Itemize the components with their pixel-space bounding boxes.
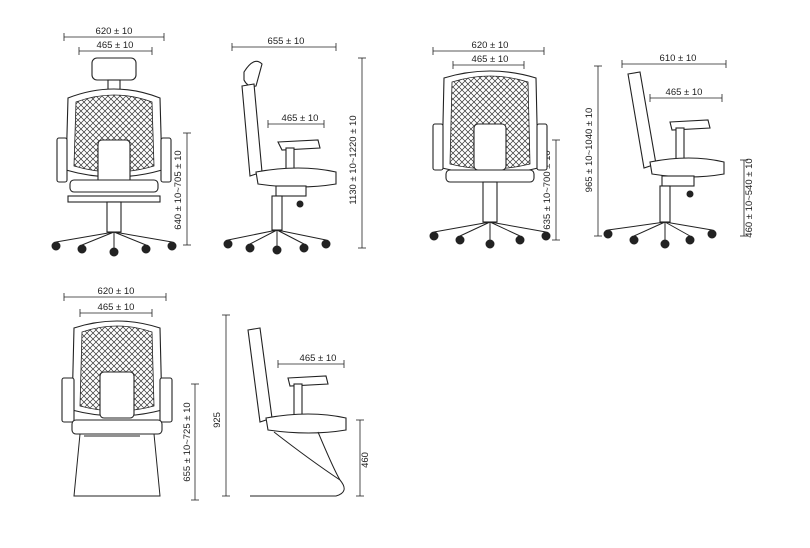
dim-label: 465 ± 10 bbox=[472, 54, 509, 65]
dim-overall-height: 965 ± 10~1040 ± 10 bbox=[584, 65, 602, 237]
dim-overall-width: 620 ± 10 bbox=[432, 40, 545, 55]
seat bbox=[265, 413, 347, 434]
lumbar-support bbox=[99, 371, 135, 419]
star-base bbox=[227, 229, 327, 246]
dim-overall-width: 620 ± 10 bbox=[63, 286, 167, 301]
armrest-left bbox=[56, 137, 68, 183]
dim-seat-width: 465 ± 10 bbox=[79, 302, 153, 317]
gas-lift bbox=[482, 181, 498, 223]
chair-3-front-view: 620 ± 10 465 ± 10 655 ± 10~725 ± 10 bbox=[61, 286, 199, 501]
dim-label: 655 ± 10 bbox=[268, 36, 305, 47]
seat bbox=[69, 179, 159, 193]
dim-label: 610 ± 10 bbox=[660, 53, 697, 64]
armrest-left bbox=[61, 377, 75, 423]
chair-3-side-view: 465 ± 10 925 460 bbox=[212, 314, 371, 497]
backrest-mesh bbox=[449, 75, 531, 170]
dim-armrest-height: 655 ± 10~725 ± 10 bbox=[182, 383, 199, 501]
casters bbox=[603, 229, 717, 249]
backrest-frame bbox=[627, 71, 657, 169]
lumbar-support bbox=[473, 123, 507, 171]
dim-seat-height: 460 bbox=[356, 419, 371, 497]
backrest-frame bbox=[247, 327, 273, 423]
headrest bbox=[243, 60, 263, 87]
dim-seat-width: 465 ± 10 bbox=[78, 40, 153, 55]
armrest-right bbox=[159, 377, 173, 423]
backrest-mesh bbox=[73, 94, 155, 173]
dim-label: 655 ± 10~725 ± 10 bbox=[182, 402, 193, 481]
seat-base bbox=[67, 195, 161, 203]
dim-overall-height: 925 bbox=[212, 314, 230, 497]
dim-overall-depth: 610 ± 10 bbox=[621, 53, 727, 68]
dim-armrest-height: 635 ± 10~700 ± 10 bbox=[542, 139, 560, 241]
dim-label: 620 ± 10 bbox=[96, 26, 133, 37]
backrest-frame bbox=[241, 83, 263, 177]
armrest-right bbox=[160, 137, 172, 183]
sled-base bbox=[73, 433, 161, 497]
dim-label: 640 ± 10~705 ± 10 bbox=[173, 150, 184, 229]
dim-label: 620 ± 10 bbox=[472, 40, 509, 51]
dim-armrest-height: 640 ± 10~705 ± 10 bbox=[173, 132, 191, 246]
dim-label: 965 ± 10~1040 ± 10 bbox=[584, 108, 595, 193]
dim-label: 1130 ± 10~1220 ± 10 bbox=[348, 115, 359, 204]
backrest-mesh bbox=[79, 325, 155, 412]
tilt-knob bbox=[296, 200, 304, 208]
gas-lift bbox=[659, 185, 671, 223]
dim-label: 635 ± 10~700 ± 10 bbox=[542, 150, 553, 229]
chair-1-front-view: 620 ± 10 465 ± 10 640 ± 10~705 ± 10 bbox=[51, 26, 191, 257]
casters bbox=[429, 231, 551, 249]
dim-seat-depth: 465 ± 10 bbox=[649, 87, 723, 102]
dim-label: 460 ± 10~540 ± 10 bbox=[744, 158, 755, 237]
dim-overall-height: 1130 ± 10~1220 ± 10 bbox=[348, 57, 366, 249]
dim-label: 465 ± 10 bbox=[97, 40, 134, 51]
dim-seat-depth: 465 ± 10 bbox=[267, 113, 325, 128]
gas-lift bbox=[106, 201, 122, 233]
dim-label: 460 bbox=[360, 452, 371, 468]
casters bbox=[51, 241, 177, 257]
dim-label: 465 ± 10 bbox=[300, 353, 337, 364]
seat bbox=[649, 157, 725, 178]
dim-label: 465 ± 10 bbox=[666, 87, 703, 98]
dim-label: 465 ± 10 bbox=[98, 302, 135, 313]
dim-label: 620 ± 10 bbox=[98, 286, 135, 297]
tilt-knob bbox=[686, 190, 694, 198]
dim-seat-height: 460 ± 10~540 ± 10 bbox=[740, 158, 755, 238]
star-base bbox=[55, 231, 173, 248]
seat bbox=[255, 167, 337, 188]
dim-label: 465 ± 10 bbox=[282, 113, 319, 124]
dim-label: 925 bbox=[212, 412, 223, 428]
sled-rear-leg bbox=[317, 431, 341, 481]
chair-2-side-view: 610 ± 10 465 ± 10 965 ± 10~1040 ± 10 460… bbox=[584, 53, 755, 249]
sled-base bbox=[250, 431, 345, 497]
dim-overall-depth: 655 ± 10 bbox=[231, 36, 337, 51]
lumbar-support bbox=[97, 139, 131, 187]
star-base bbox=[607, 221, 713, 240]
star-base bbox=[433, 221, 547, 240]
gas-lift bbox=[271, 195, 283, 231]
seat bbox=[445, 169, 535, 183]
tilt-mechanism bbox=[275, 185, 307, 197]
armrest-pad bbox=[277, 139, 321, 151]
seat bbox=[71, 419, 163, 435]
casters bbox=[223, 239, 331, 255]
chair-1-side-view: 655 ± 10 465 ± 10 1130 ± 10~1220 ± 10 bbox=[223, 36, 366, 255]
dim-seat-width: 465 ± 10 bbox=[452, 54, 525, 69]
armrest-left bbox=[432, 123, 444, 171]
tilt-mechanism bbox=[661, 175, 695, 187]
armrest-right bbox=[536, 123, 548, 171]
dim-seat-depth: 465 ± 10 bbox=[277, 353, 345, 368]
dim-overall-width: 620 ± 10 bbox=[63, 26, 165, 41]
headrest bbox=[91, 57, 137, 81]
chair-2-front-view: 620 ± 10 465 ± 10 635 ± 10~700 ± 10 bbox=[429, 40, 560, 249]
